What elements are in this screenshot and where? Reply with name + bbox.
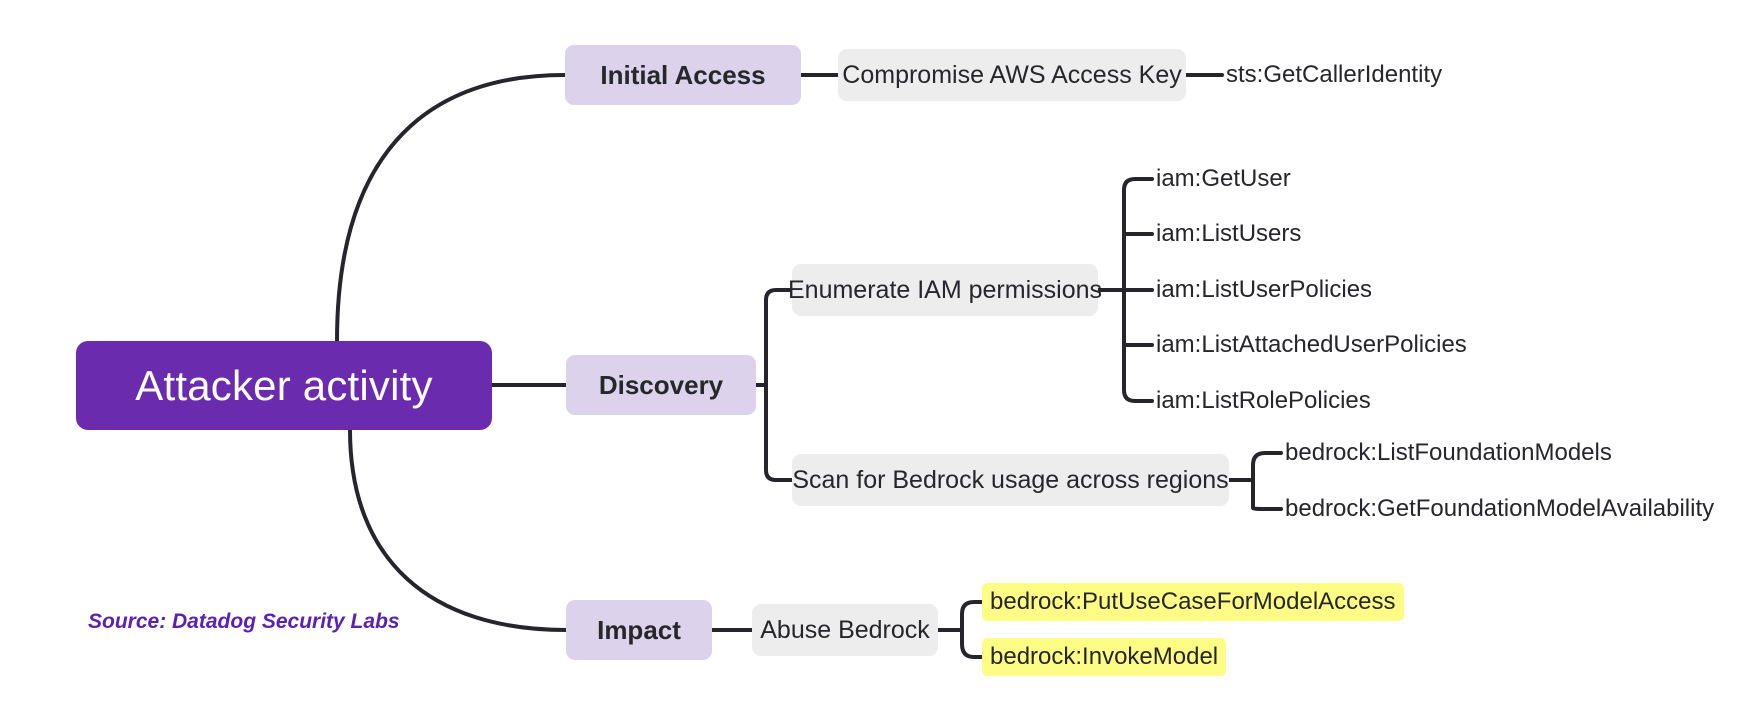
leaf-node-bedrock-getfoundationmodelavailability[interactable]: bedrock:GetFoundationModelAvailability bbox=[1281, 492, 1718, 526]
leaf-node-bedrock-listfoundationmodels[interactable]: bedrock:ListFoundationModels bbox=[1281, 436, 1616, 470]
leaf-node-bedrock-putusecaseformodelaccess[interactable]: bedrock:PutUseCaseForModelAccess bbox=[982, 583, 1404, 621]
edge-enumerate-listrolepolicies bbox=[1122, 288, 1154, 403]
leaf-node-iam-listattacheduserpolicies[interactable]: iam:ListAttachedUserPolicies bbox=[1152, 328, 1471, 362]
edge-scan-listfoundation bbox=[1251, 451, 1283, 482]
edge-scan-getfoundation bbox=[1251, 478, 1283, 511]
sub-node-label: Enumerate IAM permissions bbox=[788, 275, 1103, 304]
sub-node-label: Compromise AWS Access Key bbox=[842, 60, 1182, 89]
branch-label: Impact bbox=[597, 614, 681, 645]
leaf-node-label: iam:ListAttachedUserPolicies bbox=[1156, 331, 1467, 358]
leaf-node-iam-listrolepolicies[interactable]: iam:ListRolePolicies bbox=[1152, 384, 1375, 418]
sub-node-label: Scan for Bedrock usage across regions bbox=[792, 465, 1229, 494]
leaf-node-label: sts:GetCallerIdentity bbox=[1226, 61, 1443, 88]
sub-node-abuse-bedrock[interactable]: Abuse Bedrock bbox=[752, 604, 938, 656]
root-node-label: Attacker activity bbox=[135, 361, 433, 409]
leaf-node-sts-getcalleridentity[interactable]: sts:GetCallerIdentity bbox=[1222, 58, 1446, 92]
sub-node-label: Abuse Bedrock bbox=[760, 615, 930, 644]
source-attribution-label: Source: Datadog Security Labs bbox=[88, 610, 400, 633]
edge-discovery-scan bbox=[764, 383, 794, 482]
edge-enumerate-getuser bbox=[1122, 177, 1154, 292]
leaf-node-iam-getuser[interactable]: iam:GetUser bbox=[1152, 162, 1295, 196]
branch-node-impact[interactable]: Impact bbox=[566, 600, 712, 660]
leaf-node-bedrock-invokemodel[interactable]: bedrock:InvokeModel bbox=[982, 638, 1227, 676]
sub-node-scan-bedrock-usage[interactable]: Scan for Bedrock usage across regions bbox=[792, 454, 1229, 506]
edge-root-initial-access bbox=[335, 73, 567, 343]
branch-node-discovery[interactable]: Discovery bbox=[566, 355, 756, 415]
leaf-node-label: bedrock:ListFoundationModels bbox=[1285, 439, 1612, 466]
leaf-node-iam-listuserpolicies[interactable]: iam:ListUserPolicies bbox=[1152, 273, 1376, 307]
leaf-node-label: iam:GetUser bbox=[1156, 165, 1291, 192]
leaf-node-label: iam:ListUsers bbox=[1156, 220, 1302, 247]
source-attribution: Source: Datadog Security Labs bbox=[88, 610, 400, 634]
branch-node-initial-access[interactable]: Initial Access bbox=[565, 45, 801, 105]
leaf-node-iam-listusers[interactable]: iam:ListUsers bbox=[1152, 217, 1305, 251]
sub-node-enumerate-iam-permissions[interactable]: Enumerate IAM permissions bbox=[788, 264, 1102, 316]
leaf-node-label: iam:ListUserPolicies bbox=[1156, 276, 1373, 303]
leaf-node-label: bedrock:GetFoundationModelAvailability bbox=[1285, 495, 1715, 522]
sub-node-compromise-aws-access-key[interactable]: Compromise AWS Access Key bbox=[838, 49, 1186, 101]
edge-enumerate-listattached bbox=[1122, 288, 1154, 347]
leaf-node-label: iam:ListRolePolicies bbox=[1156, 387, 1371, 414]
root-node[interactable]: Attacker activity bbox=[76, 341, 492, 430]
branch-label: Initial Access bbox=[600, 59, 766, 90]
edge-root-impact bbox=[348, 428, 568, 632]
leaf-node-label: bedrock:InvokeModel bbox=[990, 643, 1219, 670]
edge-enumerate-listusers bbox=[1122, 232, 1154, 292]
branch-label: Discovery bbox=[598, 369, 724, 400]
leaf-node-label: bedrock:PutUseCaseForModelAccess bbox=[990, 588, 1396, 615]
